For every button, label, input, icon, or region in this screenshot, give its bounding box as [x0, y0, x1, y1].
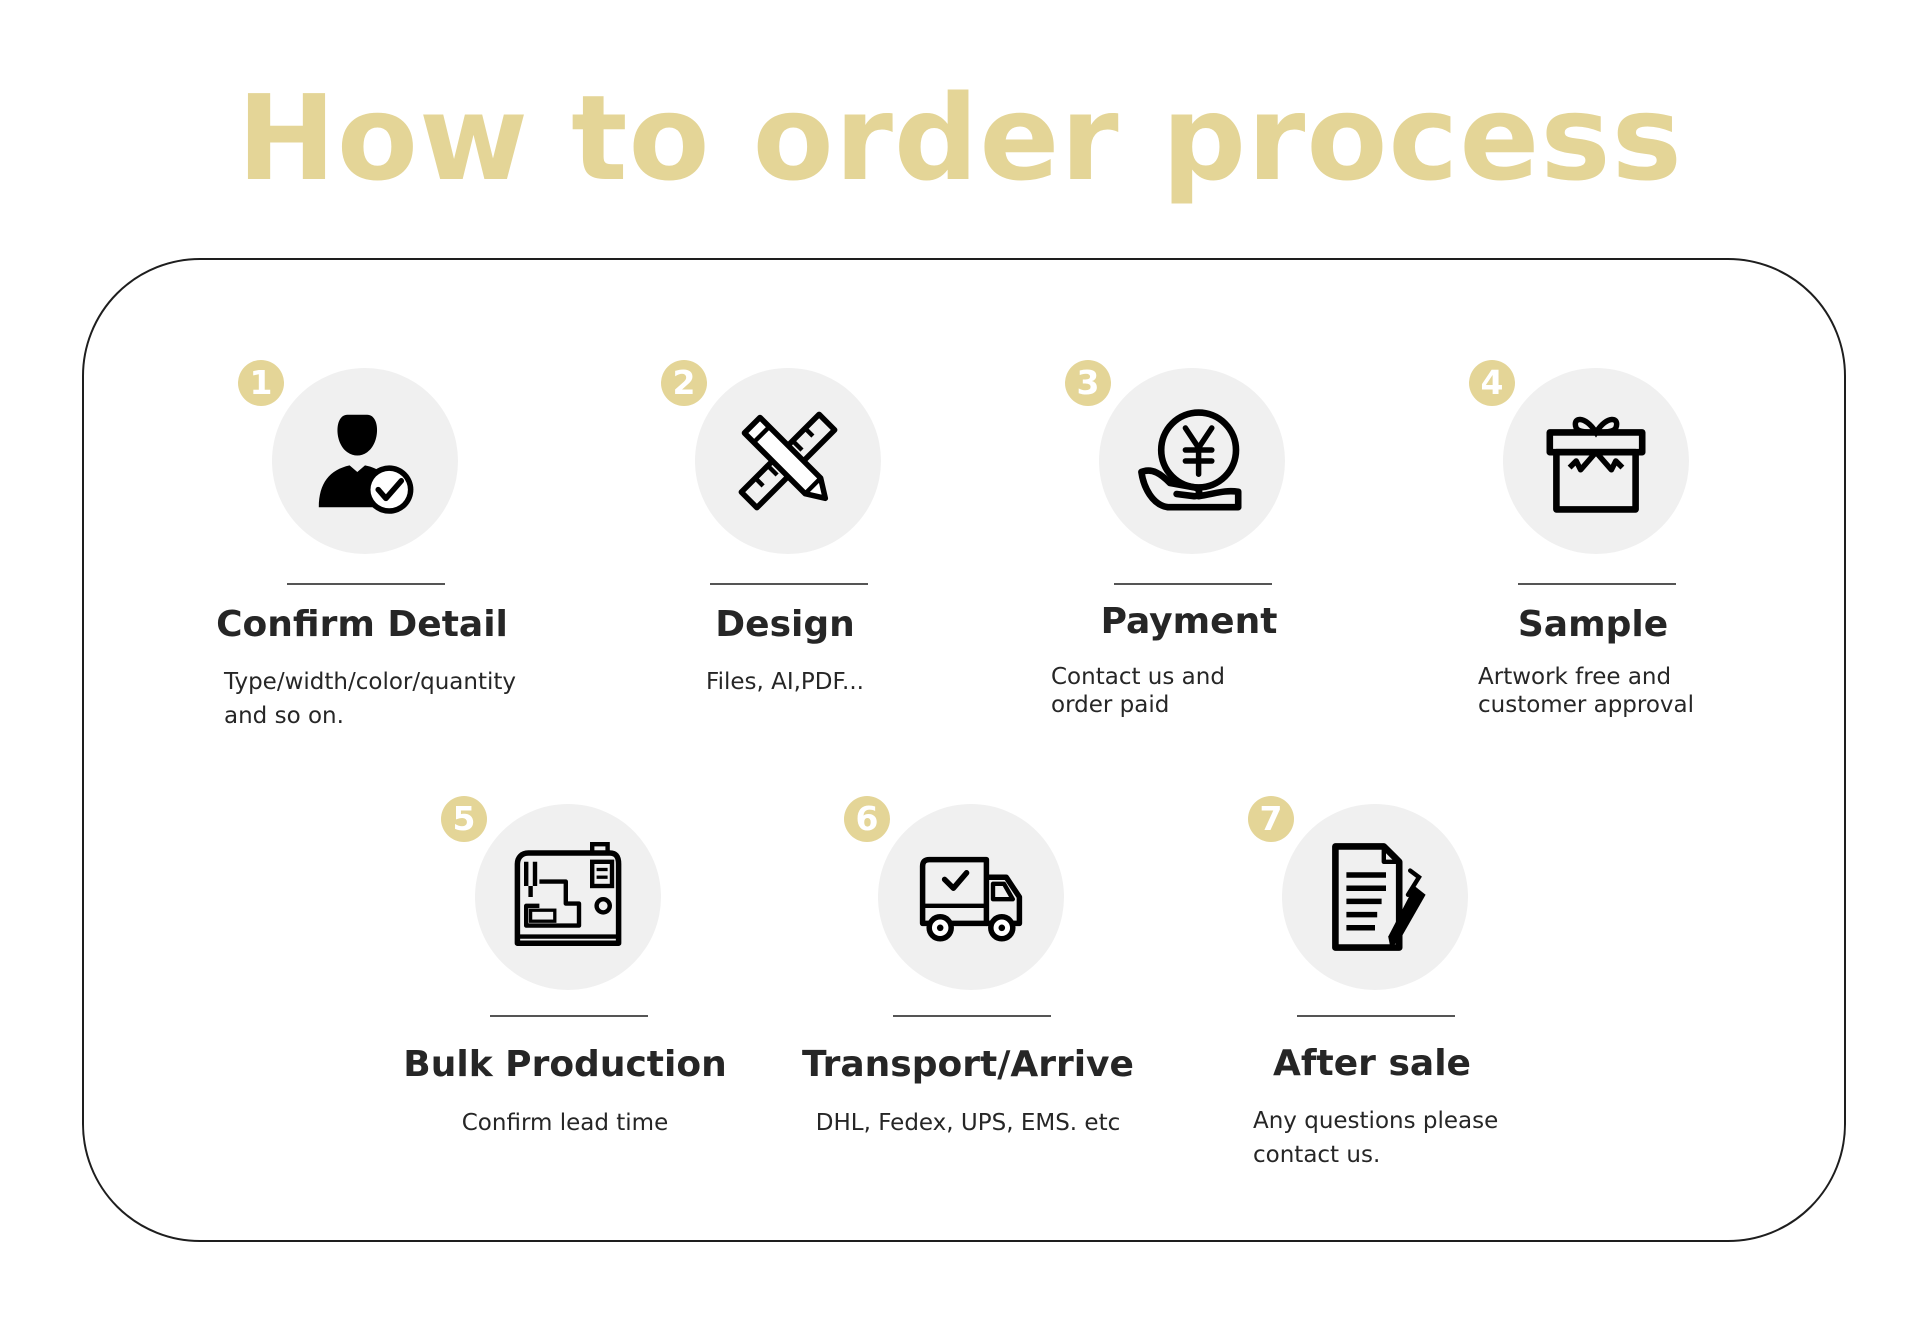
process-frame	[82, 258, 1846, 1242]
page-title: How to order process	[237, 69, 1683, 207]
step-title: Transport/Arrive	[802, 1044, 1134, 1085]
step-design: 2 Design Files, AI,PDF...	[585, 260, 985, 700]
divider	[1114, 583, 1272, 585]
step-title: Sample	[1517, 604, 1669, 645]
divider	[1518, 583, 1676, 585]
step-title: After sale	[1273, 1043, 1471, 1084]
icon-circle	[272, 368, 458, 554]
step-number-badge: 1	[238, 360, 284, 406]
step-bulk-production: 5 Bulk Production Confirm lead time	[365, 696, 765, 1136]
step-title: Design	[715, 604, 855, 645]
step-number-badge: 3	[1065, 360, 1111, 406]
divider	[1297, 1015, 1455, 1017]
step-description: Files, AI,PDF...	[706, 669, 864, 695]
delivery-truck-icon	[919, 856, 1023, 942]
icon-circle	[1282, 804, 1468, 990]
divider	[490, 1015, 648, 1017]
step-description: DHL, Fedex, UPS, EMS. etc	[815, 1110, 1121, 1136]
divider	[287, 583, 445, 585]
divider	[893, 1015, 1051, 1017]
step-number-badge: 4	[1469, 360, 1515, 406]
document-pen-icon	[1332, 843, 1426, 951]
sewing-machine-icon	[514, 842, 622, 946]
step-number-badge: 5	[441, 796, 487, 842]
ruler-pencil-icon	[738, 411, 838, 511]
step-number-badge: 7	[1248, 796, 1294, 842]
icon-circle	[878, 804, 1064, 990]
step-transport-arrive: 6 Transport/Arrive DHL, Fedex, UPS, EMS.…	[768, 696, 1168, 1136]
step-confirm-detail: 1 Confirm Detail Type/width/color/quanti…	[162, 260, 562, 729]
yen-coin-hand-icon	[1138, 409, 1242, 511]
icon-circle	[1503, 368, 1689, 554]
step-number-badge: 6	[844, 796, 890, 842]
step-title: Payment	[1100, 601, 1278, 642]
divider	[710, 583, 868, 585]
step-title: Confirm Detail	[216, 604, 508, 645]
step-number-badge: 2	[661, 360, 707, 406]
step-description: Confirm lead time	[461, 1110, 669, 1136]
user-check-icon	[318, 414, 414, 514]
step-title: Bulk Production	[403, 1044, 727, 1085]
gift-box-icon	[1546, 416, 1646, 513]
